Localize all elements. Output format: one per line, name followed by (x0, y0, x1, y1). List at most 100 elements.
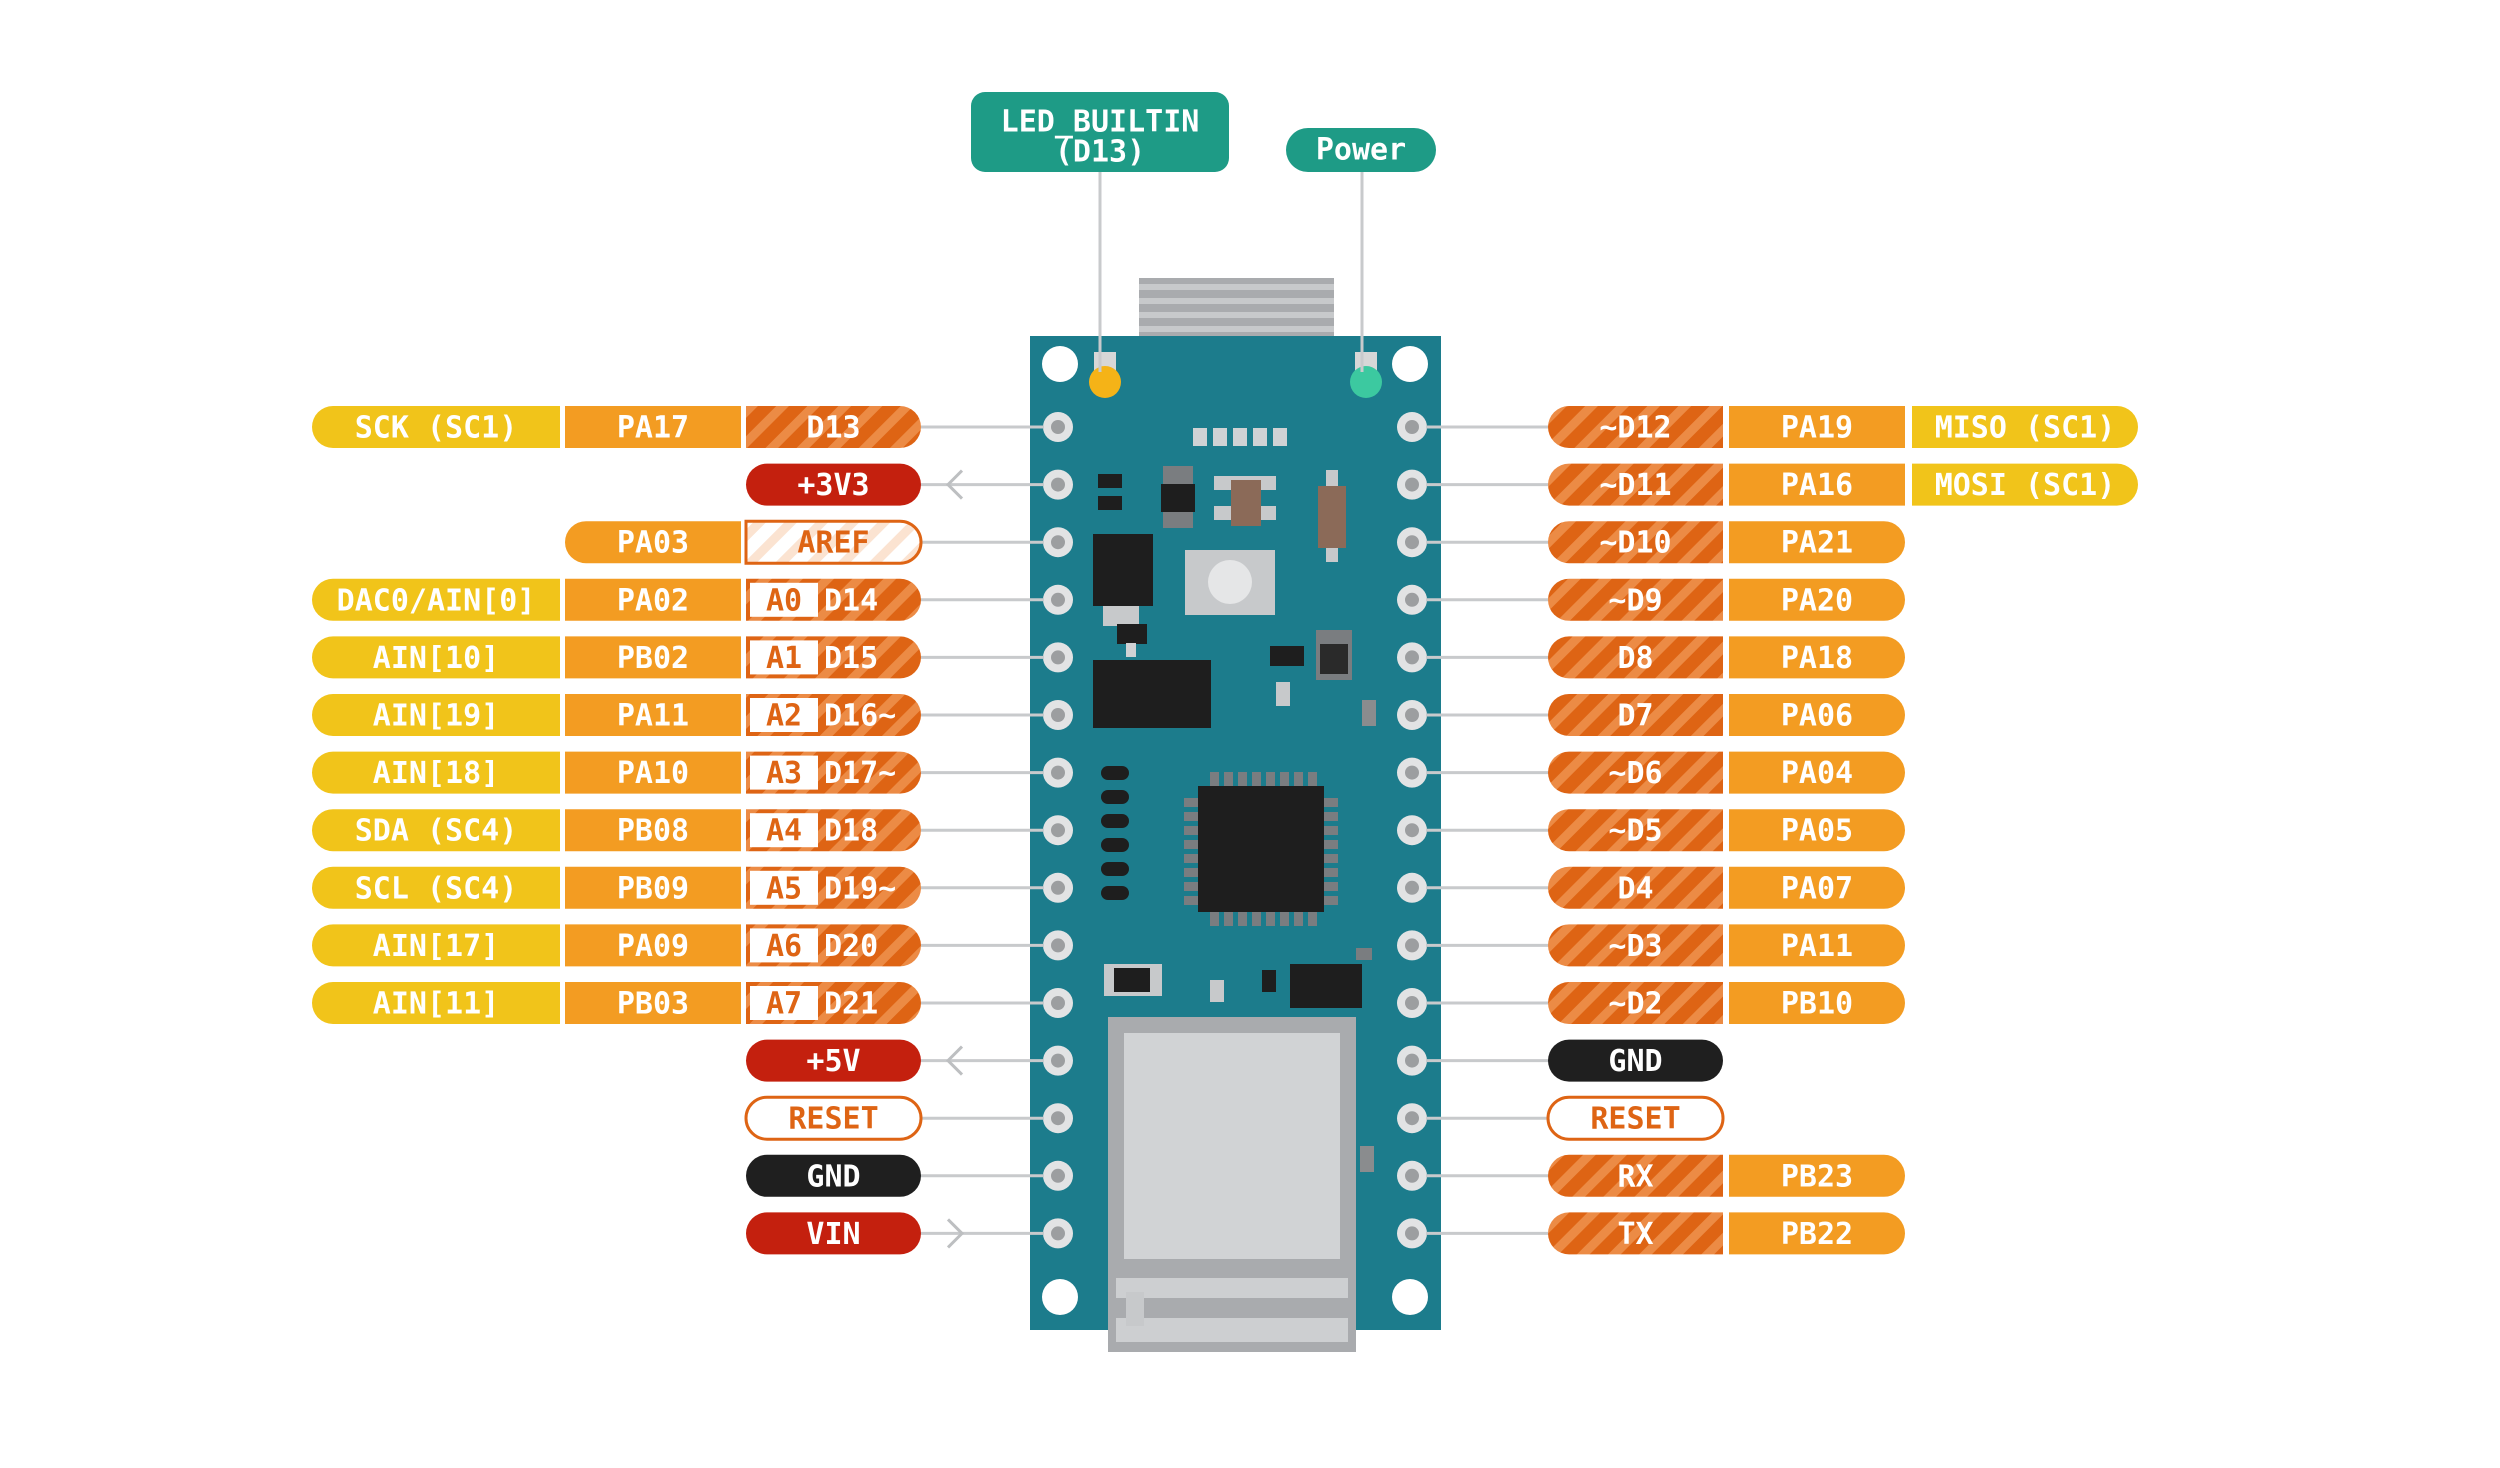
right-pin-label-d9: ~D9 (1548, 578, 1723, 621)
right-pin-row: RESET (1426, 1095, 1725, 1141)
left-pin-label-pa03: PA03 (565, 521, 741, 564)
left-analog-label: A3 (766, 756, 802, 791)
right-pin-text: PB23 (1781, 1159, 1853, 1194)
right-pin-text: GND (1608, 1044, 1662, 1079)
led-builtin-label-line1: LED_BUILTIN (1001, 105, 1200, 140)
right-pin-text: ~D10 (1599, 526, 1671, 561)
right-pin-text: PA06 (1781, 699, 1853, 734)
right-pin-label-pb10: PB10 (1729, 982, 1905, 1024)
right-pin-text: ~D2 (1608, 987, 1662, 1022)
right-pin-label-pa19: PA19 (1729, 406, 1905, 448)
left-pin-label-sda-sc4: SDA (SC4) (312, 809, 560, 852)
right-pin-label-reset: RESET (1546, 1095, 1725, 1141)
right-pin-text: ~D11 (1599, 468, 1671, 503)
left-pin-text: SDA (SC4) (355, 814, 518, 849)
right-pin-text: ~D6 (1608, 756, 1662, 791)
left-pin-row: +3V3 (746, 463, 1044, 506)
left-pin-label-aref: AREF (744, 519, 923, 565)
left-analog-label: A5 (766, 871, 802, 906)
left-pin-row: +5V (746, 1039, 1044, 1082)
arrow-right-icon (946, 1218, 965, 1249)
left-pin-label-pb09: PB09 (565, 866, 741, 909)
left-pin-label-reset: RESET (744, 1095, 923, 1141)
left-pin-text: PB02 (617, 641, 689, 676)
right-pin-text: PB10 (1781, 987, 1853, 1022)
right-pin-text: PA19 (1781, 411, 1853, 446)
right-pin-text: PA07 (1781, 871, 1853, 906)
right-pin-label-tx: TX (1548, 1212, 1723, 1255)
left-pin-row: AREF PA03 (565, 519, 1044, 565)
right-pin-label-gnd: GND (1548, 1039, 1724, 1082)
left-pin-text: PB09 (617, 871, 689, 906)
right-pin-label-d8: D8 (1548, 636, 1723, 679)
left-pin-text: PB08 (617, 814, 689, 849)
left-pin-text: VIN (806, 1217, 860, 1252)
right-pin-text: PA05 (1781, 814, 1853, 849)
right-pin-text: PA04 (1781, 756, 1853, 791)
left-pin-label-d18: A4 D18 (746, 809, 921, 852)
right-pin-row: ~D10 PA21 (1426, 521, 1905, 564)
power-label: Power (1316, 133, 1406, 168)
left-digital-label: D21 (824, 987, 878, 1022)
left-pin-text: SCL (SC4) (355, 871, 518, 906)
left-digital-label: D19~ (824, 871, 896, 906)
right-pin-row: RX PB23 (1426, 1154, 1905, 1197)
left-pin-row: A4 D18 PB08 SDA (SC4) (312, 809, 1044, 852)
led-builtin-callout: LED_BUILTIN (D13) (971, 92, 1229, 372)
left-pin-label-pa17: PA17 (565, 406, 741, 448)
arrow-left-icon (945, 469, 964, 500)
left-pin-text: +5V (806, 1044, 860, 1079)
left-pin-text: GND (806, 1159, 860, 1194)
right-pin-text: PB22 (1781, 1217, 1853, 1252)
left-pin-label-pb02: PB02 (565, 636, 741, 679)
left-pin-label-ain-11: AIN[11] (312, 982, 560, 1024)
right-pin-text: D7 (1617, 699, 1653, 734)
left-analog-label: A4 (766, 814, 802, 849)
left-pin-label-dac0-ain-0: DAC0/AIN[0] (312, 578, 560, 621)
arrow-left-icon (945, 1045, 964, 1076)
right-pin-label-d12: ~D12 (1548, 406, 1723, 448)
left-pin-text: PA03 (617, 526, 689, 561)
right-pin-text: RX (1617, 1159, 1653, 1194)
left-pin-text: AIN[19] (373, 699, 499, 734)
right-pin-text: ~D12 (1599, 411, 1671, 446)
left-pin-text: PB03 (617, 987, 689, 1022)
left-digital-label: D15 (824, 641, 878, 676)
right-pin-text: PA21 (1781, 526, 1853, 561)
left-pin-label-pa09: PA09 (565, 924, 741, 967)
left-pin-text: AIN[11] (373, 987, 499, 1022)
right-pin-label-pb23: PB23 (1729, 1154, 1905, 1197)
right-pin-label-pa20: PA20 (1729, 578, 1905, 621)
right-pin-label-d2: ~D2 (1548, 982, 1723, 1024)
left-digital-label: D18 (824, 814, 878, 849)
right-pin-text: ~D9 (1608, 583, 1662, 618)
left-pin-label-pb03: PB03 (565, 982, 741, 1024)
left-analog-label: A6 (766, 929, 802, 964)
right-pin-text: RESET (1590, 1102, 1680, 1137)
left-pin-label-3v3: +3V3 (746, 463, 921, 506)
right-pin-text: PA11 (1781, 929, 1853, 964)
left-pin-label-ain-19: AIN[19] (312, 694, 560, 736)
left-pin-text: AIN[17] (373, 929, 499, 964)
right-pin-text: PA20 (1781, 583, 1853, 618)
left-pin-label-pa11: PA11 (565, 694, 741, 736)
left-pin-label-scl-sc4: SCL (SC4) (312, 866, 560, 909)
left-pin-text: D13 (806, 411, 860, 446)
left-pin-text: PA02 (617, 583, 689, 618)
right-pin-text: TX (1617, 1217, 1653, 1252)
left-pin-text: DAC0/AIN[0] (337, 583, 536, 618)
